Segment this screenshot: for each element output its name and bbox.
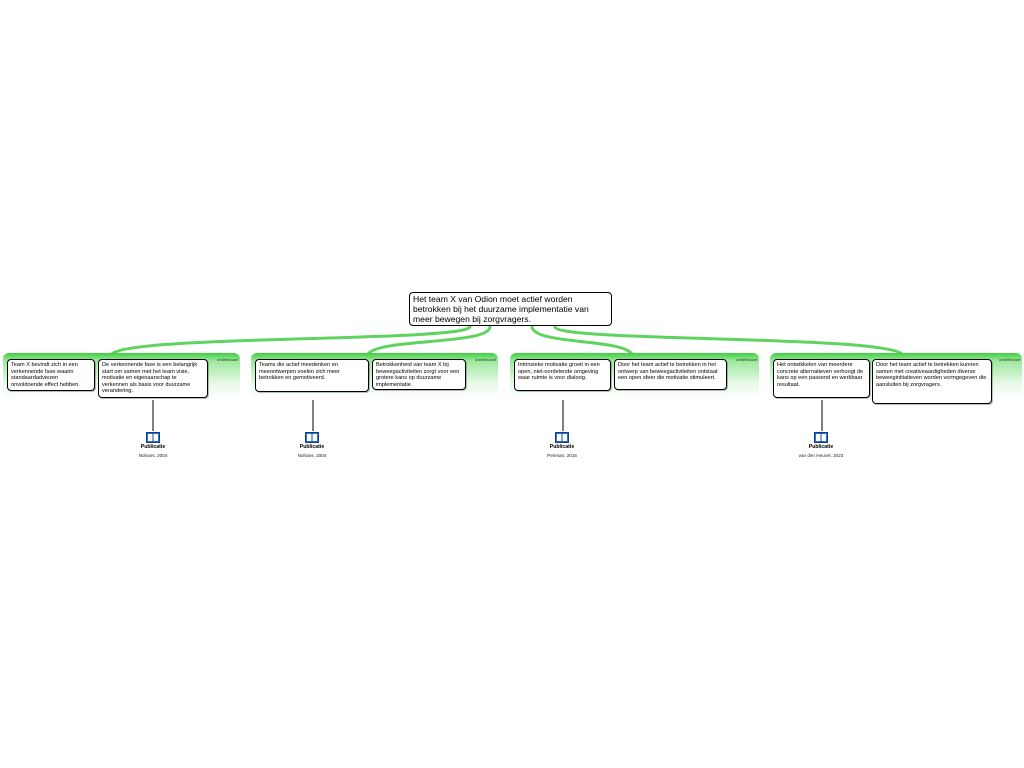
argument-card[interactable]: Teams die actief meedenken en meeontwerp… — [255, 359, 369, 392]
publication-node[interactable]: Publicatie Nohans, 2004 — [272, 432, 352, 458]
connector-group-2 — [366, 325, 492, 356]
publication-citation: Nohans, 2004 — [138, 453, 168, 458]
book-icon — [814, 432, 828, 443]
publication-node[interactable]: Publicatie Penman, 2015 — [522, 432, 602, 458]
group-label: onderbouwt — [475, 357, 496, 362]
publication-title: Publicatie — [549, 444, 575, 450]
publication-node[interactable]: Publicatie Nohans, 2004 — [113, 432, 193, 458]
argument-card[interactable]: Door het team actief te betrekken kunnen… — [872, 359, 992, 404]
connector-group-1 — [110, 325, 472, 356]
group-label: onderbouwt — [999, 357, 1020, 362]
publication-citation: van den Heuvel, 2023 — [798, 453, 844, 458]
argument-card[interactable]: Team X bevindt zich in een verkennende f… — [7, 359, 95, 391]
argument-card[interactable]: Betrokkenheid van team X bij beweegactiv… — [372, 359, 466, 390]
publication-title: Publicatie — [299, 444, 325, 450]
argument-card[interactable]: Door het team actief te betrekken in het… — [614, 359, 727, 390]
argument-card[interactable]: De verkennende fase is een belangrijk st… — [98, 359, 208, 398]
book-icon — [305, 432, 319, 443]
argument-card[interactable]: Het ontwikkelen van meerdere concrete al… — [773, 359, 870, 398]
connector-group-4 — [553, 325, 904, 356]
group-label: onderbouwt — [736, 357, 757, 362]
connector-group-3 — [530, 325, 634, 356]
book-icon — [146, 432, 160, 443]
central-topic[interactable]: Het team X van Odion moet actief worden … — [409, 292, 612, 326]
publication-citation: Nohans, 2004 — [297, 453, 327, 458]
publication-title: Publicatie — [140, 444, 166, 450]
publication-node[interactable]: Publicatie van den Heuvel, 2023 — [781, 432, 861, 458]
publication-citation: Penman, 2015 — [547, 453, 577, 458]
group-label: onderbouwt — [217, 357, 238, 362]
book-icon — [555, 432, 569, 443]
publication-title: Publicatie — [808, 444, 834, 450]
argument-card[interactable]: Intrinsieke motivatie groeit in een open… — [514, 359, 611, 391]
